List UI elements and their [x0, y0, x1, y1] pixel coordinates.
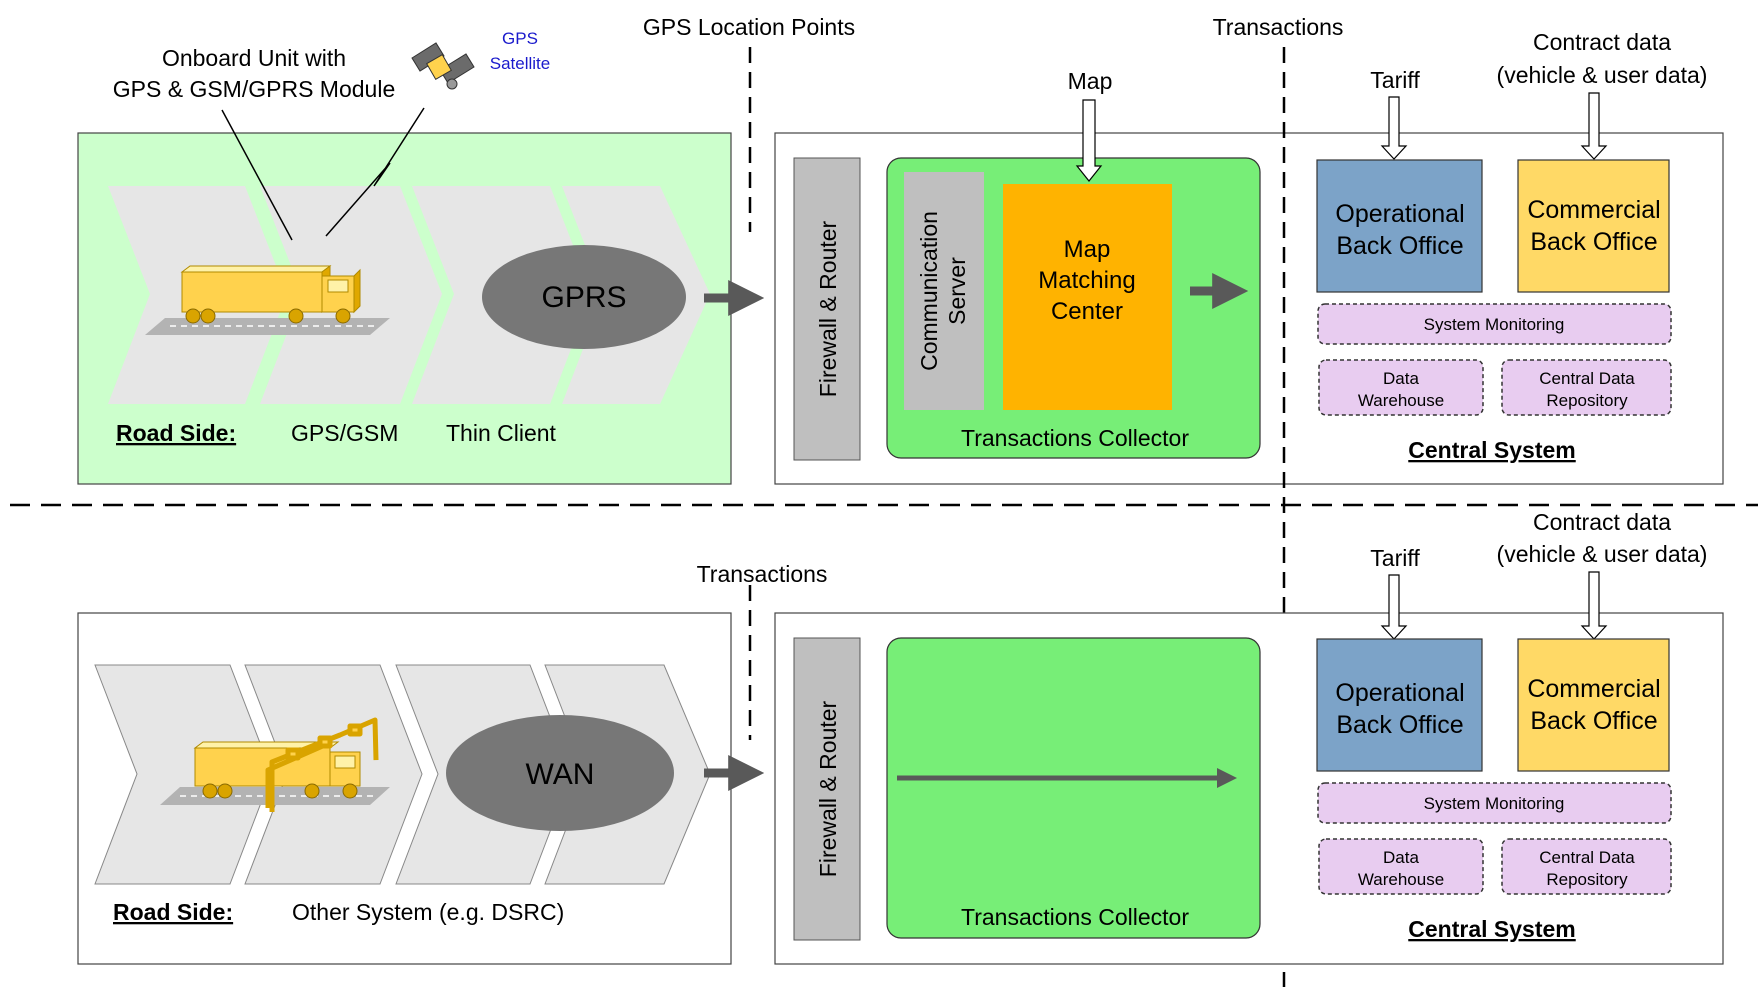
central-system-label: Central System — [1408, 916, 1575, 942]
contract-data-label: Contract data — [1533, 509, 1671, 535]
firewall-router-box — [793, 637, 861, 941]
other-system-stage-label: Other System (e.g. DSRC) — [292, 899, 564, 925]
gps-gsm-stage-label: GPS/GSM — [291, 420, 398, 446]
tariff-input-arrow — [1380, 96, 1408, 160]
map-matching-center-label-line2: Matching — [1038, 267, 1135, 294]
dsrc-gantry-icon — [265, 717, 379, 812]
bottom-truck-icon — [160, 741, 390, 805]
road-side-label: Road Side: — [116, 420, 236, 446]
onboard-unit-label: Onboard Unit with — [162, 45, 346, 71]
commercial-back-office-box — [1517, 638, 1670, 772]
tariff-label: Tariff — [1370, 545, 1420, 571]
bottom-transactions-label: Transactions — [697, 561, 828, 587]
commercial-back-office-label: Commercial — [1527, 196, 1660, 224]
communication-server-box — [904, 172, 984, 410]
operational-back-office-label-line2: Back Office — [1336, 711, 1463, 739]
operational-back-office-label: Operational — [1335, 679, 1464, 707]
data-warehouse-box — [1318, 838, 1484, 895]
firewall-router-label: Firewall & Router — [815, 220, 841, 397]
satellite-label: GPS — [502, 29, 538, 48]
operational-back-office-box — [1316, 638, 1483, 772]
system-monitoring-box — [1317, 303, 1672, 345]
gprs-network-label: GPRS — [541, 281, 626, 314]
data-warehouse-label-line2: Warehouse — [1358, 870, 1444, 889]
map-matching-center-label-line3: Center — [1051, 298, 1123, 325]
operational-back-office-box — [1316, 159, 1483, 293]
operational-back-office-label: Operational — [1335, 200, 1464, 228]
central-data-repository-box — [1501, 359, 1672, 416]
central-data-repository-label-line2: Repository — [1546, 870, 1628, 889]
tariff-label: Tariff — [1370, 67, 1420, 93]
firewall-router-box — [793, 157, 861, 461]
onboard-callout-line — [221, 109, 293, 241]
gps-location-points-label: GPS Location Points — [643, 14, 855, 40]
communication-server-label: Communication — [916, 211, 942, 371]
central-data-repository-label: Central Data — [1539, 369, 1635, 388]
transactions-collector-box — [886, 637, 1261, 939]
central-data-repository-box — [1501, 838, 1672, 895]
onboard-unit-label-line2: GPS & GSM/GPRS Module — [113, 76, 395, 102]
map-matching-center-label: Map — [1064, 236, 1111, 263]
transactions-collector-label: Transactions Collector — [961, 425, 1189, 451]
road-side-label: Road Side: — [113, 899, 233, 925]
central-system-label: Central System — [1408, 437, 1575, 463]
central-data-repository-label-line2: Repository — [1546, 391, 1628, 410]
top-truck-icon — [145, 265, 390, 335]
map-matching-center-box — [1003, 184, 1172, 410]
contract-data-label: Contract data — [1533, 29, 1671, 55]
communication-server-label-line2: Server — [944, 257, 970, 325]
system-monitoring-label: System Monitoring — [1424, 315, 1565, 334]
commercial-back-office-label: Commercial — [1527, 675, 1660, 703]
system-monitoring-label: System Monitoring — [1424, 794, 1565, 813]
commercial-back-office-box — [1517, 159, 1670, 293]
chevron-vehicle — [94, 664, 273, 885]
commercial-back-office-label-line2: Back Office — [1530, 228, 1657, 256]
tariff-input-arrow — [1380, 574, 1408, 640]
map-input-label: Map — [1068, 68, 1113, 94]
contract-input-arrow — [1580, 571, 1608, 640]
wan-network-oval — [446, 715, 674, 831]
map-input-arrow — [1075, 99, 1103, 182]
gprs-network-oval — [482, 245, 686, 349]
data-warehouse-label-line2: Warehouse — [1358, 391, 1444, 410]
system-monitoring-box — [1317, 782, 1672, 824]
wan-network-label: WAN — [526, 758, 595, 791]
bottom-panel: Transactions WAN — [77, 509, 1724, 965]
top-panel: Onboard Unit with GPS & GSM/GPRS Module … — [77, 14, 1724, 485]
transactions-collector-label: Transactions Collector — [961, 904, 1189, 930]
operational-back-office-label-line2: Back Office — [1336, 232, 1463, 260]
contract-input-arrow — [1580, 92, 1608, 160]
gsm-signal-icon — [325, 107, 425, 237]
data-warehouse-box — [1318, 359, 1484, 416]
central-data-repository-label: Central Data — [1539, 848, 1635, 867]
contract-data-label-line2: (vehicle & user data) — [1497, 541, 1708, 567]
firewall-router-label: Firewall & Router — [815, 700, 841, 877]
thin-client-stage-label: Thin Client — [446, 420, 557, 446]
satellite-label-line2: Satellite — [490, 54, 550, 73]
data-warehouse-label: Data — [1383, 848, 1419, 867]
contract-data-label-line2: (vehicle & user data) — [1497, 62, 1708, 88]
satellite-icon — [411, 42, 475, 90]
commercial-back-office-label-line2: Back Office — [1530, 707, 1657, 735]
top-transactions-label: Transactions — [1213, 14, 1344, 40]
data-warehouse-label: Data — [1383, 369, 1419, 388]
